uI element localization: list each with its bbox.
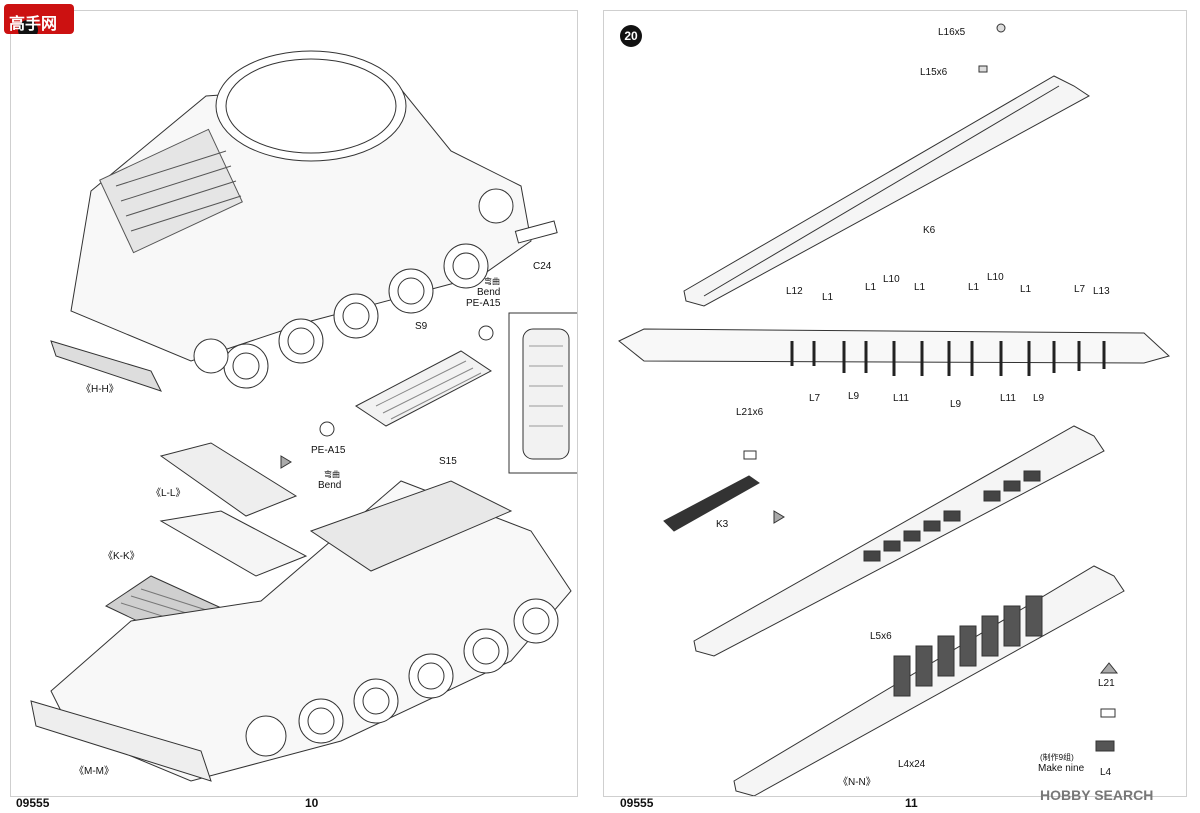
left-instruction-page: 《H-H》 C24 弯曲 Bend PE-A15 S9 PE-A15 弯曲 Be… <box>10 10 578 797</box>
label-pe-a15-top: PE-A15 <box>466 298 501 309</box>
label-l1-c: L1 <box>914 282 926 293</box>
label-make-en: Make nine <box>1038 763 1085 774</box>
label-hh: 《H-H》 <box>81 384 119 395</box>
label-l1-a: L1 <box>822 292 834 303</box>
label-l7-a: L7 <box>1074 284 1086 295</box>
track-fender-drawing <box>618 23 1170 796</box>
hobby-search-watermark: HOBBY SEARCH <box>1040 787 1154 803</box>
label-s15: S15 <box>439 456 457 467</box>
step-number-badge: 20 <box>620 25 642 47</box>
label-s9: S9 <box>415 321 428 332</box>
label-l1-e: L1 <box>1020 284 1032 295</box>
label-k6: K6 <box>923 225 936 236</box>
label-l5x6: L5x6 <box>870 631 892 642</box>
label-l11-a: L11 <box>893 393 909 404</box>
label-c24: C24 <box>533 261 552 272</box>
label-pe-a15-bottom: PE-A15 <box>311 445 346 456</box>
label-l1-d: L1 <box>968 282 980 293</box>
left-kit-number: 09555 <box>16 796 50 810</box>
right-instruction-page <box>603 10 1187 797</box>
label-l10-b: L10 <box>987 272 1004 283</box>
right-kit-number: 09555 <box>620 796 654 810</box>
site-logo-text: 高手网 <box>9 16 58 33</box>
label-l11-b: L11 <box>1000 393 1016 404</box>
left-page-number: 10 <box>305 796 319 810</box>
label-bend-en-2: Bend <box>318 480 342 491</box>
label-l15x6: L15x6 <box>920 67 948 78</box>
label-l21: L21 <box>1098 678 1115 689</box>
label-l13: L13 <box>1093 286 1110 297</box>
label-nn: 《N-N》 <box>838 777 876 788</box>
right-page-number: 11 <box>905 796 918 810</box>
label-make-cn: (制作9组) <box>1040 753 1074 762</box>
label-bend-cn-2: 弯曲 <box>324 470 340 479</box>
label-k3: K3 <box>716 519 729 530</box>
label-l9-c: L9 <box>1033 393 1045 404</box>
label-l9-b: L9 <box>950 399 962 410</box>
label-kk: 《K-K》 <box>103 551 140 562</box>
label-mm: 《M-M》 <box>74 766 114 777</box>
label-bend-cn-1: 弯曲 <box>484 277 500 286</box>
label-l7-b: L7 <box>809 393 821 404</box>
label-l10-a: L10 <box>883 274 900 285</box>
tank-hull-drawing <box>30 50 577 782</box>
label-l9-a: L9 <box>848 391 860 402</box>
label-ll: 《L-L》 <box>151 488 186 499</box>
label-l4x24: L4x24 <box>898 759 926 770</box>
label-l16x5: L16x5 <box>938 27 966 38</box>
label-l1-b: L1 <box>865 282 877 293</box>
label-l12: L12 <box>786 286 803 297</box>
label-l4: L4 <box>1100 767 1112 778</box>
label-l21x6: L21x6 <box>736 407 764 418</box>
site-logo: 高手网 <box>4 4 74 34</box>
label-bend-en-1: Bend <box>477 287 501 298</box>
